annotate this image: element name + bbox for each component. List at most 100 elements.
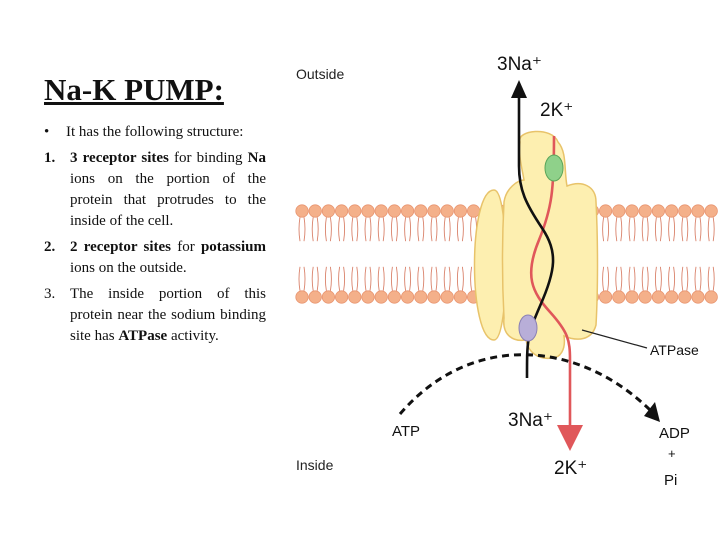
lipid-tail <box>456 217 459 242</box>
lipid-tail <box>338 217 341 242</box>
lipid-tail <box>404 217 407 242</box>
lipid-head <box>414 290 428 304</box>
lipid-tail <box>659 266 662 291</box>
bullet-intro: • It has the following structure: <box>44 122 266 143</box>
inside-label: Inside <box>296 457 334 473</box>
lipid-tail <box>712 217 715 242</box>
lipid-tail <box>443 217 446 242</box>
lipid-tail <box>369 266 372 291</box>
lipid-tail <box>324 217 327 242</box>
item-1-text-b: ions on the portion of the protein that … <box>70 171 266 229</box>
lipid-tail <box>699 266 702 291</box>
lipid-head <box>361 204 375 218</box>
lipid-tail <box>298 266 301 291</box>
lipid-tail <box>641 266 644 291</box>
item-2-marker: 2. <box>44 239 56 255</box>
item-1-bold-a: 3 receptor sites <box>70 150 169 166</box>
lipid-head <box>598 290 613 304</box>
atp-label: ATP <box>392 423 420 440</box>
adp-arrowhead <box>644 402 660 422</box>
lipid-tail <box>382 266 385 291</box>
lipid-tail <box>430 266 433 291</box>
lipid-head <box>334 290 349 304</box>
lipid-head <box>387 290 402 304</box>
lipid-head <box>664 290 679 304</box>
lipid-head <box>321 204 336 218</box>
lipid-tail <box>654 266 657 291</box>
item-3-text-b: activity. <box>167 328 219 344</box>
potassium-in-label: 2K⁺ <box>540 100 573 121</box>
lipid-head <box>374 290 388 304</box>
potassium-binding-site <box>544 154 564 182</box>
adp-label: ADP <box>659 425 690 442</box>
lipid-tail <box>620 266 623 291</box>
text-panel: Na-K PUMP: • It has the following struct… <box>44 72 266 352</box>
lipid-tail <box>615 266 618 291</box>
item-3-marker: 3. <box>44 286 56 302</box>
lipid-head <box>638 204 652 218</box>
lipid-tail <box>356 217 359 242</box>
lipid-tail <box>694 266 697 291</box>
lipid-tail <box>303 266 306 291</box>
lipid-head <box>678 290 692 304</box>
item-1-marker: 1. <box>44 150 56 166</box>
lipid-head <box>691 204 705 218</box>
list-item-1: 1. 3 receptor sites for binding Na ions … <box>44 148 266 232</box>
lipid-tail <box>646 266 649 291</box>
potassium-path <box>529 135 583 451</box>
lipid-tail <box>369 217 372 242</box>
lipid-tail <box>448 266 451 291</box>
lipid-tail <box>377 266 380 291</box>
lipid-head <box>348 290 362 304</box>
lipid-head <box>427 204 441 218</box>
lipid-tail <box>311 266 314 291</box>
lipid-tail <box>673 266 676 291</box>
lipid-tail <box>338 266 341 291</box>
sodium-binding-site <box>518 314 538 342</box>
list-item-2: 2. 2 receptor sites for potassium ions o… <box>44 237 266 279</box>
lipid-tail <box>681 266 684 291</box>
na-k-pump-diagram: Outside Inside 3Na⁺ 2K⁺ 3Na⁺ 2K⁺ ATPase … <box>295 54 718 489</box>
lipid-head <box>467 204 481 218</box>
lipid-tail <box>329 266 332 291</box>
lipid-tail <box>364 266 367 291</box>
lipid-tail <box>395 266 398 291</box>
lipid-head <box>387 204 402 218</box>
lipid-tail <box>417 217 420 242</box>
lipid-tail <box>422 266 425 291</box>
lipid-tail <box>707 266 710 291</box>
lipid-tail <box>602 266 605 291</box>
lipid-tail <box>620 217 623 242</box>
lipid-head <box>612 290 626 304</box>
lipid-head <box>308 290 322 304</box>
lipid-tail <box>343 217 346 242</box>
lipid-tail <box>628 266 631 291</box>
lipid-head <box>598 204 613 218</box>
lipid-tail <box>356 266 359 291</box>
lipid-head <box>348 204 362 218</box>
lipid-head <box>625 290 639 304</box>
lipid-head <box>704 290 718 304</box>
lipid-head <box>427 290 441 304</box>
lipid-head <box>453 204 467 218</box>
lipid-head <box>295 290 309 304</box>
lipid-head <box>401 204 415 218</box>
lipid-tail <box>461 266 464 291</box>
lipid-head <box>414 204 428 218</box>
lipid-tail <box>641 217 644 242</box>
lipid-tail <box>316 217 319 242</box>
pi-label: Pi <box>664 472 677 489</box>
lipid-head <box>664 204 679 218</box>
lipid-tail <box>602 217 605 242</box>
lipid-tail <box>311 217 314 242</box>
lipid-tail <box>712 266 715 291</box>
potassium-out-label: 2K⁺ <box>554 458 587 479</box>
lipid-tail <box>303 217 306 242</box>
lipid-head <box>361 290 375 304</box>
lipid-head <box>625 204 639 218</box>
lipid-tail <box>435 217 438 242</box>
atpase-leader-line <box>581 329 648 349</box>
item-2-text-a: for <box>171 239 201 255</box>
sodium-arrowhead <box>511 80 527 98</box>
lipid-tail <box>364 217 367 242</box>
